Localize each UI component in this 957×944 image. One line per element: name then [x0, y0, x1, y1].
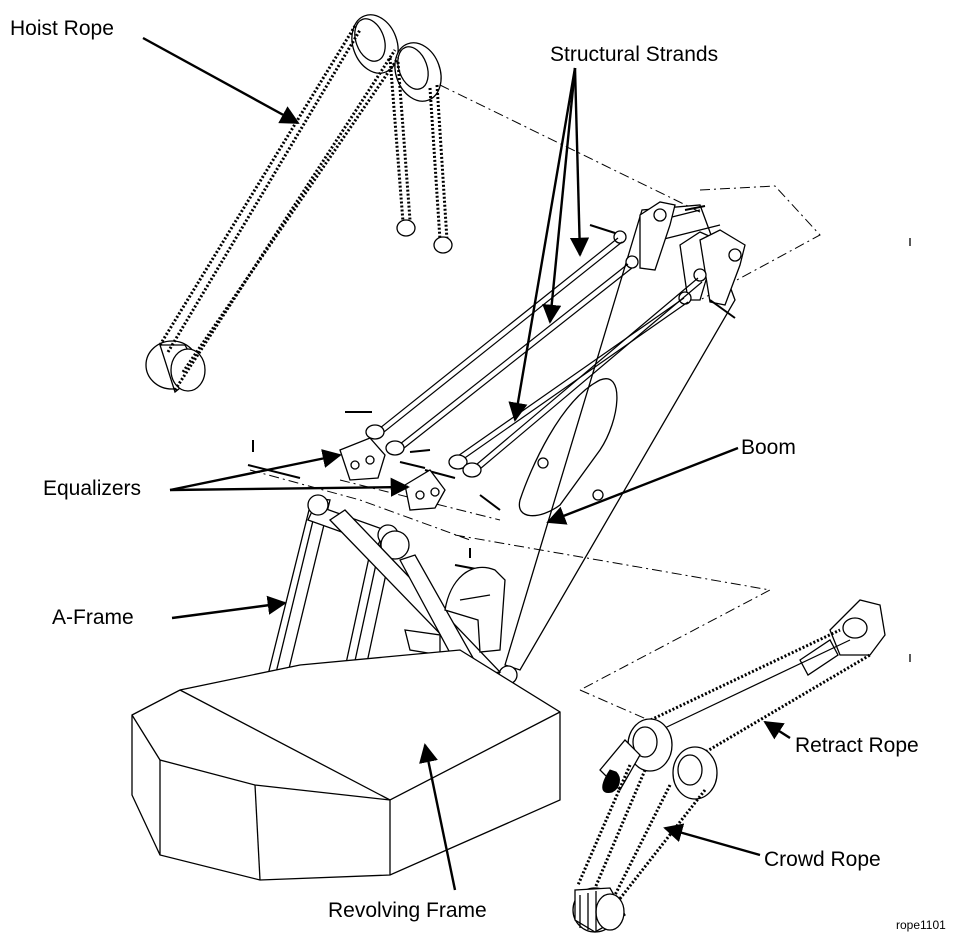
a-frame-arrow: [171, 595, 287, 620]
equalizers-label: Equalizers: [43, 477, 142, 500]
equalizers: [247, 437, 501, 573]
a-frame-label: A-Frame: [52, 606, 134, 629]
revolving-frame-label: Revolving Frame: [328, 899, 487, 922]
crowd-rope-label: Crowd Rope: [764, 848, 881, 871]
structural-strands-label: Structural Strands: [550, 43, 719, 66]
retract-rope-label: Retract Rope: [795, 734, 919, 757]
strand-arrow-1: [508, 67, 577, 422]
crowd-rope-arrow: [663, 823, 761, 857]
equalizer-arrow-2: [169, 477, 410, 497]
boom-arrow: [546, 446, 739, 525]
boom-label: Boom: [741, 436, 796, 459]
retract-crowd-assembly: [572, 599, 886, 933]
equalizer-arrow-1: [169, 449, 342, 492]
strand-arrow-3: [569, 67, 590, 257]
leader-arrows: [142, 36, 791, 891]
boom: [498, 201, 746, 685]
revolving-frame-arrow: [419, 743, 457, 891]
alignment-lines: [249, 84, 821, 726]
hoist-rope-assembly: [145, 14, 453, 394]
hoist-rope-label: Hoist Rope: [10, 17, 114, 40]
hoist-rope-arrow: [142, 36, 300, 125]
strand-arrow-2: [542, 67, 577, 324]
figure-id: rope1101: [896, 918, 946, 932]
structural-strands: [345, 237, 703, 479]
retract-rope-arrow: [763, 720, 791, 740]
revolving-frame-shape: [131, 649, 561, 881]
